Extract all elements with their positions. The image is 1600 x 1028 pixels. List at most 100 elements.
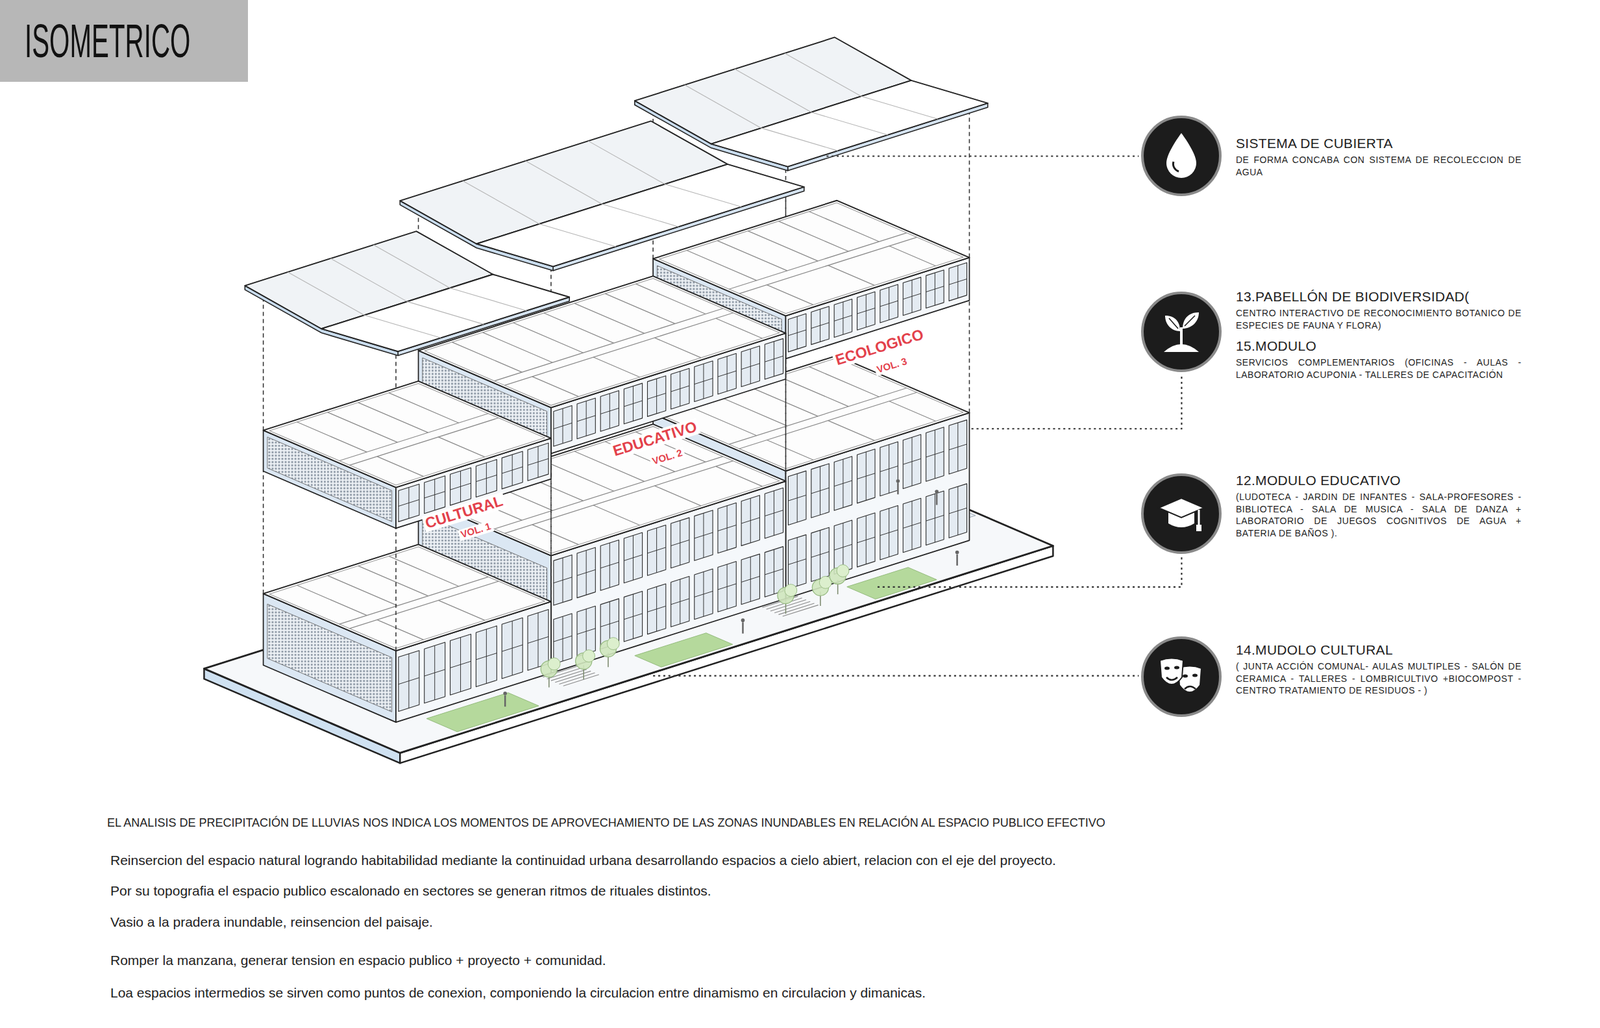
callout-text-column: 13.PABELLÓN DE BIODIVERSIDAD(CENTRO INTE… <box>1235 288 1522 381</box>
window <box>717 561 737 613</box>
roof-panel-line <box>734 68 812 112</box>
callout-heading: 13.PABELLÓN DE BIODIVERSIDAD( <box>1235 288 1522 306</box>
window-mullion <box>857 536 876 543</box>
window <box>902 277 922 316</box>
tree-crown <box>606 637 620 650</box>
window <box>553 613 572 665</box>
callout-heading: 15.MODULO <box>1235 337 1522 355</box>
window <box>857 448 876 503</box>
window <box>527 442 549 481</box>
wall-line <box>388 392 459 423</box>
wall-line <box>778 221 849 252</box>
stair-step <box>559 672 596 684</box>
analysis-heading: EL ANALISIS DE PRECIPITACIÓN DE LLUVIAS … <box>107 815 1106 831</box>
window-mullion <box>764 568 783 575</box>
window-mullion <box>880 466 899 472</box>
window-mullion <box>501 644 523 652</box>
tree-crown <box>836 564 850 578</box>
window-mullion <box>694 378 713 385</box>
callout-item: 13.PABELLÓN DE BIODIVERSIDAD(CENTRO INTE… <box>1140 288 1522 381</box>
window <box>671 576 690 628</box>
wall-line <box>327 412 398 443</box>
wall-line <box>513 322 584 353</box>
window-mullion <box>857 473 876 480</box>
window <box>475 459 497 498</box>
callout-item: SISTEMA DE CUBIERTADE FORMA CONCABA CON … <box>1140 114 1522 178</box>
wall-line <box>543 312 615 343</box>
window-mullion <box>553 635 572 642</box>
wall-line <box>728 233 907 290</box>
window-mullion <box>948 279 968 285</box>
wall-line <box>438 436 485 457</box>
label-anchor: VOL. 1 <box>457 520 494 541</box>
icon-disc <box>1142 474 1221 553</box>
graduation-cap-icon <box>1198 509 1201 526</box>
window-mullion <box>475 474 497 481</box>
roof-panel-line <box>330 258 407 302</box>
plant-icon <box>1180 327 1183 346</box>
person-figure <box>956 554 959 566</box>
roof-panel-line <box>539 223 616 247</box>
wall-line <box>451 342 522 372</box>
explode-line <box>262 292 265 430</box>
window-mullion <box>764 355 783 362</box>
window <box>694 568 713 620</box>
person-figure <box>503 691 507 696</box>
icon-disc <box>1142 637 1221 716</box>
explode-line <box>550 479 552 602</box>
window <box>857 291 876 330</box>
wall-line <box>494 308 724 382</box>
wall-line <box>739 236 918 294</box>
window-mullion <box>424 669 446 676</box>
wall-line <box>482 332 554 363</box>
window-mullion <box>764 510 783 517</box>
window <box>787 534 807 589</box>
callout-item: 14.MUDOLO CULTURAL( JUNTA ACCIÓN COMUNAL… <box>1140 635 1522 697</box>
roof-panel-line <box>811 112 888 136</box>
water-drop-icon <box>1172 161 1179 172</box>
window <box>501 617 523 679</box>
floor-plate <box>263 381 552 488</box>
wall-line <box>778 376 849 407</box>
window-mullion <box>902 458 922 465</box>
theater-mask-icon <box>1184 686 1196 689</box>
window <box>600 390 619 432</box>
wall-line <box>377 619 424 640</box>
wall-line <box>269 382 545 485</box>
wall-line <box>717 240 788 271</box>
window-mullion <box>450 482 472 490</box>
person-figure <box>934 489 939 494</box>
analysis-note: Reinsercion del espacio natural logrando… <box>110 851 1057 868</box>
window-mullion <box>787 329 807 336</box>
leader-line <box>826 155 1139 157</box>
theater-mask-icon <box>1174 665 1180 670</box>
window-mullion <box>501 466 523 474</box>
window-mullion <box>741 517 760 524</box>
theater-mask-icon <box>1159 658 1184 685</box>
callout-description: CENTRO INTERACTIVO DE RECONOCIMIENTO BOT… <box>1235 307 1522 332</box>
window <box>647 375 666 417</box>
window-mullion <box>450 660 472 668</box>
icon-disc <box>1142 292 1221 371</box>
window-mullion <box>600 620 619 627</box>
callout-heading: 12.MODULO EDUCATIVO <box>1235 471 1522 489</box>
callout-item: 12.MODULO EDUCATIVO(LUDOTECA - JARDIN DE… <box>1140 471 1522 539</box>
window <box>398 483 420 522</box>
leader-line <box>652 675 1139 677</box>
wall-line <box>604 293 676 324</box>
stair-step <box>563 674 600 686</box>
volume-number: VOL. 2 <box>649 447 686 468</box>
callout-text-column: 12.MODULO EDUCATIVO(LUDOTECA - JARDIN DE… <box>1235 471 1522 539</box>
wall-line <box>504 312 733 386</box>
window-mullion <box>398 499 420 506</box>
person-figure <box>955 550 960 555</box>
explode-line <box>395 527 397 651</box>
window <box>475 625 497 687</box>
volume-name: ECOLOGICO <box>831 325 928 369</box>
window <box>623 532 642 583</box>
window-mullion <box>880 529 899 536</box>
window-mullion <box>623 554 642 561</box>
wall-line <box>739 392 918 449</box>
roof-panel-line <box>761 127 838 151</box>
